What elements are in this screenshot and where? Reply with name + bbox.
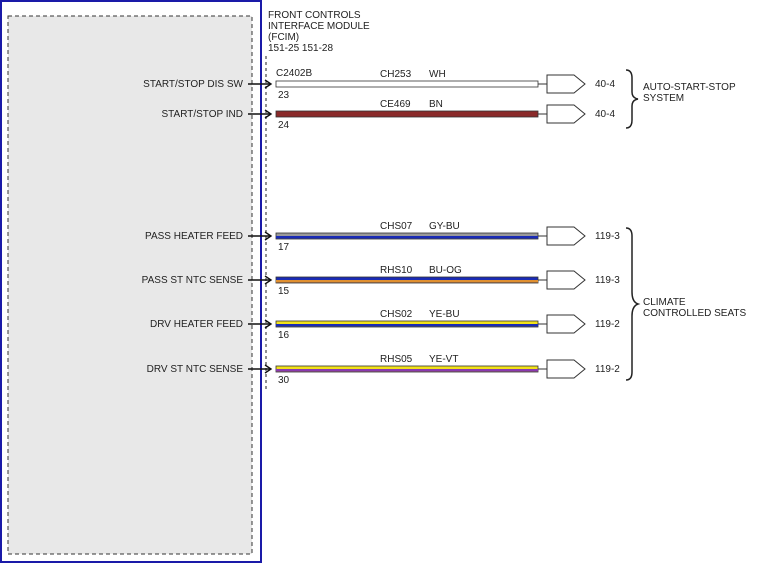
pin-label: START/STOP DIS SW xyxy=(143,79,243,90)
circuit-row: START/STOP DIS SW 23 CH253 WH 40-4 xyxy=(143,69,615,101)
circuit-id: CE469 xyxy=(380,99,411,110)
wire-color-code: BU-OG xyxy=(429,265,462,276)
wire-stripe xyxy=(276,280,538,283)
continuation-arrow-icon xyxy=(546,314,586,334)
circuit-id: CH253 xyxy=(380,69,412,80)
destination-ref: 119-2 xyxy=(595,319,620,330)
destination-ref: 119-3 xyxy=(595,231,620,242)
continuation-arrow-icon xyxy=(546,359,586,379)
pin-label: DRV HEATER FEED xyxy=(150,319,243,330)
module-title-line-2: INTERFACE MODULE xyxy=(268,21,370,32)
pin-arrow-icon xyxy=(264,275,273,285)
pin-number: 24 xyxy=(278,120,290,131)
circuit-row: PASS ST NTC SENSE 15 RHS10 BU-OG 119-3 xyxy=(142,265,621,297)
continuation-arrow-icon xyxy=(546,270,586,290)
destination-ref: 119-2 xyxy=(595,364,620,375)
module-title-line-4: 151-25 151-28 xyxy=(268,43,333,54)
wire-color-code: YE-BU xyxy=(429,309,460,320)
pin-arrow-icon xyxy=(264,231,273,241)
pin-arrow-icon xyxy=(264,109,273,119)
continuation-arrow-icon xyxy=(546,226,586,246)
wire-stripe xyxy=(276,369,538,372)
circuit-id: RHS10 xyxy=(380,265,413,276)
connector-id: C2402B xyxy=(276,68,312,79)
module-inner-area xyxy=(7,15,253,555)
group-label-climate-seats-2: CONTROLLED SEATS xyxy=(643,308,746,319)
group-label-auto-start-stop-2: SYSTEM xyxy=(643,93,684,104)
pin-number: 16 xyxy=(278,330,290,341)
wire xyxy=(275,110,539,118)
pin-number: 15 xyxy=(278,286,290,297)
destination-ref: 40-4 xyxy=(595,109,615,120)
group-brace-climate-seats xyxy=(625,227,641,381)
wire-stripe xyxy=(276,324,538,327)
wire-stripe xyxy=(276,236,538,239)
group-label-climate-seats-1: CLIMATE xyxy=(643,297,686,308)
destination-ref: 119-3 xyxy=(595,275,620,286)
pin-arrow-icon xyxy=(264,364,273,374)
continuation-arrow-icon xyxy=(546,74,586,94)
destination-ref: 40-4 xyxy=(595,79,615,90)
group-brace-auto-start-stop xyxy=(625,69,639,129)
pin-arrow-icon xyxy=(264,79,273,89)
pin-label: DRV ST NTC SENSE xyxy=(147,364,244,375)
circuit-id: CHS02 xyxy=(380,309,413,320)
wire-color-code: YE-VT xyxy=(429,354,458,365)
wire xyxy=(275,80,539,88)
module-title-line-3: (FCIM) xyxy=(268,32,299,43)
pin-label: PASS ST NTC SENSE xyxy=(142,275,244,286)
pin-number: 23 xyxy=(278,90,290,101)
wire-color-code: WH xyxy=(429,69,446,80)
circuit-row: PASS HEATER FEED 17 CHS07 GY-BU 119-3 xyxy=(145,221,620,253)
pin-arrow-icon xyxy=(264,319,273,329)
continuation-arrow-icon xyxy=(546,104,586,124)
circuit-id: RHS05 xyxy=(380,354,413,365)
group-label-auto-start-stop-1: AUTO-START-STOP xyxy=(643,82,736,93)
wire-color-code: BN xyxy=(429,99,443,110)
wire-color-code: GY-BU xyxy=(429,221,460,232)
pin-number: 30 xyxy=(278,375,290,386)
module-title-line-1: FRONT CONTROLS xyxy=(268,10,361,21)
circuit-row: DRV HEATER FEED 16 CHS02 YE-BU 119-2 xyxy=(150,309,620,341)
circuit-row: DRV ST NTC SENSE 30 RHS05 YE-VT 119-2 xyxy=(147,354,621,386)
circuit-id: CHS07 xyxy=(380,221,413,232)
pin-number: 17 xyxy=(278,242,290,253)
pin-label: PASS HEATER FEED xyxy=(145,231,243,242)
circuit-row: START/STOP IND 24 CE469 BN 40-4 xyxy=(162,99,616,131)
pin-label: START/STOP IND xyxy=(162,109,244,120)
